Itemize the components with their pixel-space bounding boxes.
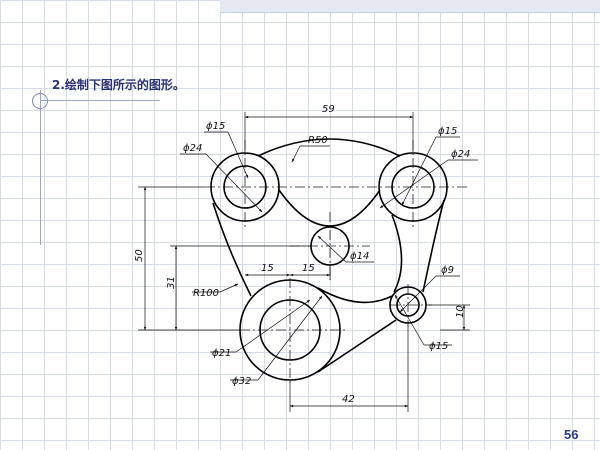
page-number: 56: [564, 427, 579, 442]
bullet-circle-icon: [32, 93, 48, 109]
dim-10: 10: [455, 305, 466, 318]
exercise-title: 2.绘制下图所示的图形。: [52, 78, 185, 92]
dim-phi24-right: ϕ24: [451, 149, 470, 160]
r50-arc: [257, 138, 401, 157]
dim-phi32: ϕ32: [232, 376, 251, 387]
small-outer-circle: [389, 286, 427, 324]
part-outline: [210, 138, 448, 381]
left-inner-circle: [223, 165, 267, 209]
dim-phi14: ϕ14: [350, 251, 369, 262]
right-outer-circle: [378, 152, 448, 222]
dim-42: 42: [342, 394, 355, 405]
small-inner-circle: [396, 293, 420, 317]
bottom-tangent-line: [317, 319, 397, 373]
dimension-lines: [138, 112, 478, 412]
dim-phi21: ϕ21: [212, 348, 231, 359]
dim-phi15-right: ϕ15: [438, 126, 457, 137]
dim-31: 31: [166, 276, 177, 289]
dim-phi15-left: ϕ15: [206, 121, 225, 132]
dim-phi24-left: ϕ24: [183, 143, 202, 154]
margin-line: [40, 90, 41, 245]
right-inner-circle: [391, 165, 435, 209]
dim-r100: R100: [193, 288, 219, 299]
dim-15-left: 15: [261, 263, 274, 274]
dim-phi9: ϕ9: [441, 265, 454, 276]
bottom-inner-circle: [259, 299, 321, 361]
r100-flank: [212, 202, 252, 297]
right-flank: [422, 199, 445, 293]
lower-web-arc: [317, 287, 393, 304]
header-band: [220, 0, 600, 13]
dim-phi15-small: ϕ15: [429, 341, 448, 352]
dim-r50: R50: [308, 135, 328, 146]
inner-concave-arc: [278, 189, 381, 227]
dim-15-right: 15: [302, 263, 315, 274]
inner-right-arc: [391, 214, 403, 293]
left-outer-circle: [210, 152, 280, 222]
title-rule: [40, 100, 160, 101]
dim-50: 50: [134, 249, 145, 262]
dim-59: 59: [322, 104, 335, 115]
